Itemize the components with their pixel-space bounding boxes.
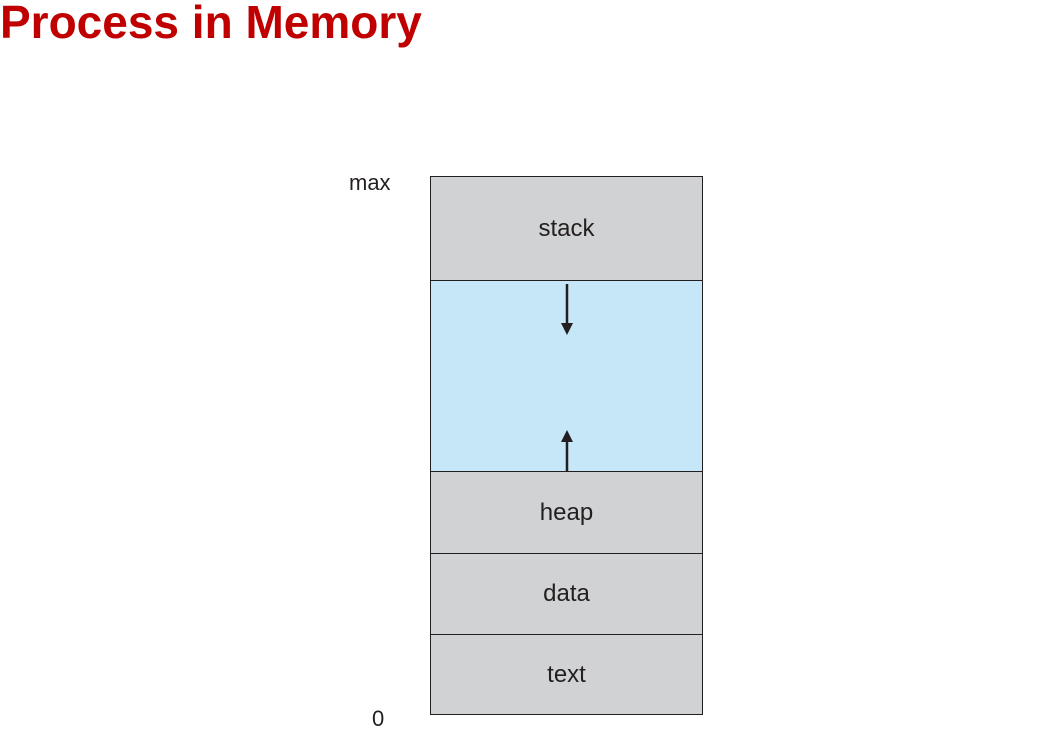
free-space-segment [431, 281, 702, 472]
text-label: text [547, 660, 586, 688]
growth-arrows [561, 284, 573, 472]
process-memory-layout: stack heap data text [430, 176, 703, 715]
up-arrow-icon [561, 430, 573, 472]
heap-label: heap [539, 498, 594, 526]
data-segment: data [431, 554, 702, 635]
slide-title: Process in Memory [0, 0, 422, 48]
stack-label: stack [538, 214, 595, 242]
stack-segment: stack [431, 177, 702, 281]
address-zero-label: 0 [372, 706, 385, 731]
text-segment: text [431, 635, 702, 714]
down-arrow-icon [561, 284, 573, 335]
data-label: data [543, 580, 590, 607]
address-max-label: max [349, 170, 391, 195]
heap-segment: heap [431, 472, 702, 554]
